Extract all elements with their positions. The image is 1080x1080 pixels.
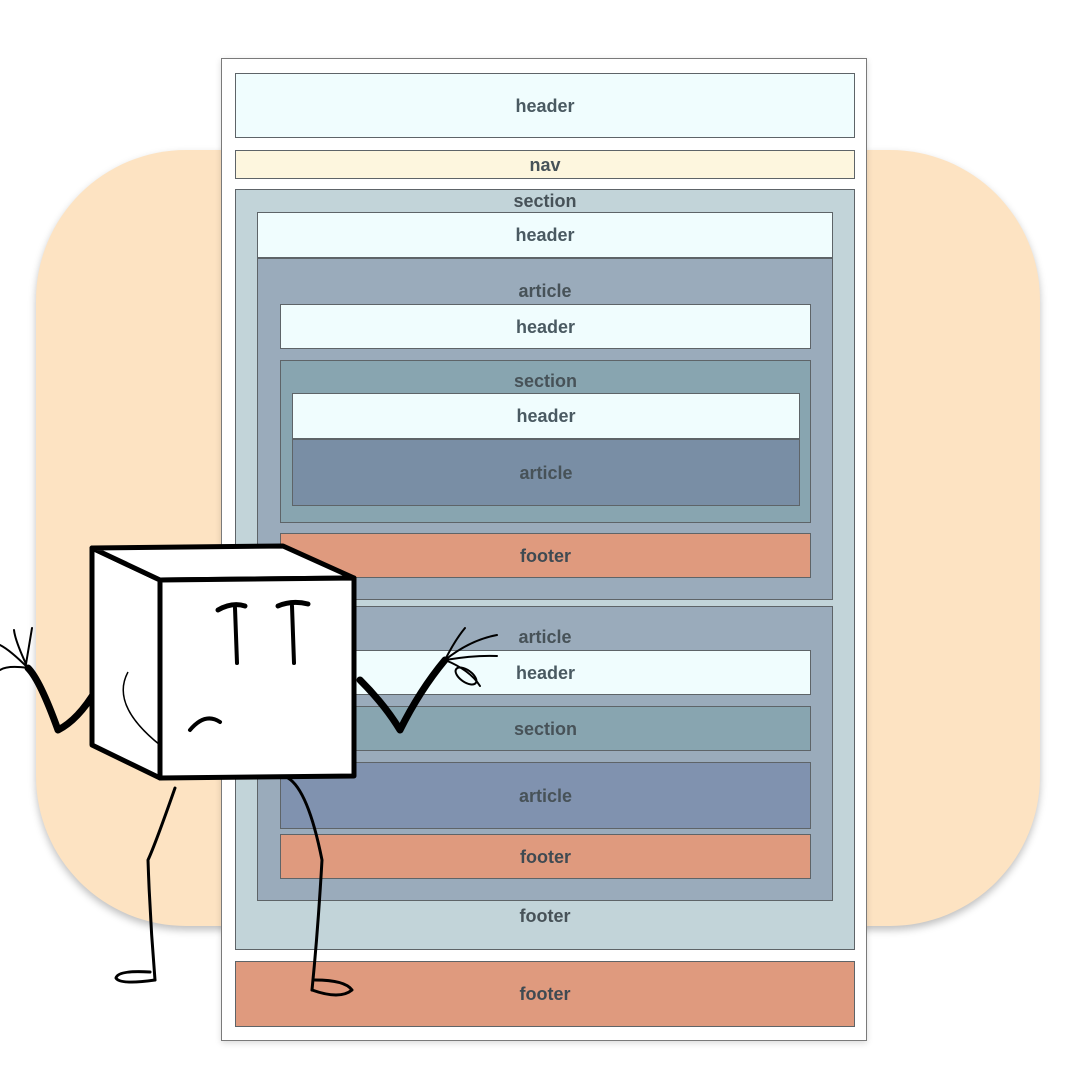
article-1-footer-label: footer [520, 545, 571, 566]
article-1-section-article: article [292, 439, 800, 506]
page-nav: nav [235, 150, 855, 179]
article-2-label: article [518, 627, 572, 647]
article-1-section-header-label: header [516, 406, 576, 426]
article-1-header: header [280, 304, 811, 349]
article-1-section: section header article [280, 360, 811, 523]
section-main: section header article header section he… [235, 189, 855, 950]
article-1-label: article [518, 281, 572, 301]
article-2-section-label: section [513, 718, 578, 739]
article-1-section-article-label: article [519, 462, 573, 483]
page-outline: header nav section header article header… [221, 58, 867, 1041]
article-2-article-label: article [518, 785, 573, 806]
article-2: article header section article footer [257, 606, 833, 901]
section-main-header: header [257, 212, 833, 258]
page-nav-label: nav [529, 154, 561, 175]
article-1-section-header: header [292, 393, 800, 439]
article-1-header-label: header [515, 316, 576, 337]
article-1-footer: footer [280, 533, 811, 578]
page-header-label: header [515, 95, 575, 116]
article-2-footer-label: footer [520, 846, 571, 867]
section-main-footer-label: footer [519, 906, 571, 926]
page-header: header [235, 73, 855, 138]
section-main-label: section [513, 191, 577, 211]
page-footer-label: footer [519, 984, 571, 1004]
article-2-footer: footer [280, 834, 811, 879]
section-main-header-label: header [515, 225, 575, 245]
article-1-section-label: section [513, 371, 578, 391]
article-2-header-label: header [515, 662, 576, 683]
article-2-article: article [280, 762, 811, 829]
article-1: article header section header article fo… [257, 258, 833, 600]
